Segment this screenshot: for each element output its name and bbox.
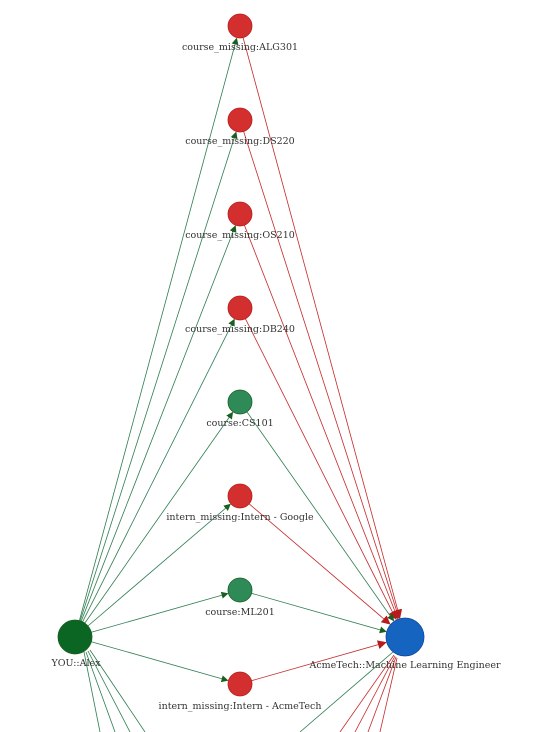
node-layer — [57, 13, 425, 697]
edge-you-ml — [91, 591, 229, 633]
node-label-cs: course:CS101 — [206, 418, 273, 429]
node-label-alg: course_missing:ALG301 — [182, 42, 298, 53]
edge-os-job — [244, 225, 399, 620]
offscreen-edge — [379, 657, 398, 732]
edge-you-cs — [84, 411, 234, 624]
node-label-ia: intern_missing:Intern - AcmeTech — [159, 701, 322, 712]
edge-alg-job — [242, 37, 403, 619]
offscreen-edge — [354, 655, 396, 732]
node-ia[interactable] — [227, 671, 253, 697]
node-os[interactable] — [227, 201, 253, 227]
offscreen-edge — [299, 651, 394, 732]
edge-ia-job — [251, 640, 387, 682]
edge-ml-job — [251, 592, 387, 634]
node-ml[interactable] — [227, 577, 253, 603]
edge-you-os — [80, 225, 237, 622]
offscreen-edge — [367, 656, 397, 732]
node-you[interactable] — [57, 619, 93, 655]
edge-cs-job — [246, 411, 395, 622]
edge-ig-job — [248, 503, 391, 625]
label-layer: YOU::Alex AcmeTech::Machine Learning Engi… — [50, 42, 501, 712]
node-ig[interactable] — [227, 483, 253, 509]
node-job[interactable] — [385, 617, 425, 657]
edge-db-job — [245, 318, 397, 620]
node-label-os: course_missing:OS210 — [185, 230, 295, 241]
edge-you-db — [82, 318, 235, 622]
edge-you-ia — [91, 641, 229, 683]
node-label-ig: intern_missing:Intern - Google — [166, 512, 314, 523]
offscreen-edge — [89, 649, 146, 732]
offscreen-edge — [83, 651, 101, 732]
node-label-ml: course:ML201 — [205, 607, 275, 618]
node-alg[interactable] — [227, 13, 253, 39]
edge-layer — [79, 37, 403, 732]
node-db[interactable] — [227, 295, 253, 321]
offscreen-edge — [339, 654, 395, 732]
node-label-job: AcmeTech::Machine Learning Engineer — [308, 660, 501, 671]
node-cs[interactable] — [227, 389, 253, 415]
offscreen-edge — [87, 650, 131, 732]
node-label-ds: course_missing:DS220 — [185, 136, 294, 147]
offscreen-edge — [85, 651, 116, 732]
node-ds[interactable] — [227, 107, 253, 133]
edge-you-alg — [79, 37, 239, 621]
node-label-you: YOU::Alex — [50, 658, 101, 669]
edge-you-ds — [79, 131, 238, 621]
edge-ds-job — [243, 131, 401, 619]
node-label-db: course_missing:DB240 — [185, 324, 295, 335]
edge-you-ig — [87, 503, 231, 627]
